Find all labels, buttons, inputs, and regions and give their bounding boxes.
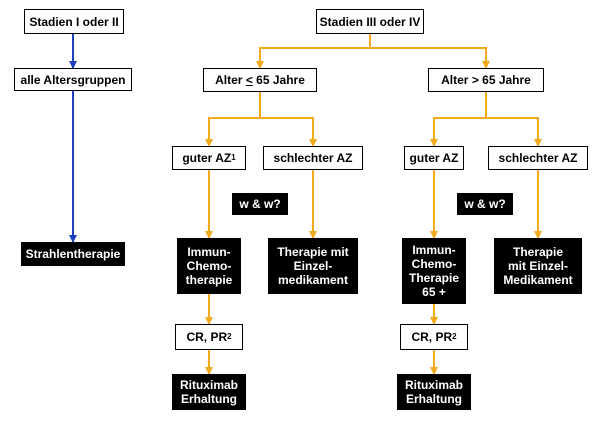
immunochemo-right-box: Immun- Chemo- Therapie 65 + (402, 238, 466, 304)
all-ages-box: alle Altersgruppen (14, 68, 132, 91)
poor-az-left-box: schlechter AZ (263, 146, 363, 170)
age-le65-box: Alter < 65 Jahre (203, 68, 317, 92)
stage-early-box: Stadien I oder II (24, 9, 124, 34)
age-le65-symbol: < (245, 73, 253, 87)
immunochemo-left-box: Immun- Chemo- therapie (177, 238, 241, 294)
maintenance-right-box: Rituximab Erhaltung (397, 374, 471, 410)
single-agent-right-box: Therapie mit Einzel- Medikament (494, 238, 582, 294)
arrow-age-gt65-to-poor-az (486, 117, 542, 147)
good-az-left-footnote: 1 (231, 153, 236, 162)
single-agent-left-box: Therapie mit Einzel- medikament (268, 238, 358, 294)
watch-wait-right-box: w & w? (457, 193, 513, 215)
arrow-age-gt65-to-good-az (430, 92, 487, 147)
maintenance-left-box: Rituximab Erhaltung (172, 374, 246, 410)
response-right-text: CR, PR (411, 330, 453, 344)
good-az-right-box: guter AZ (404, 146, 464, 170)
radiotherapy-box: Strahlentherapie (21, 242, 125, 266)
age-le65-suffix: 65 Jahre (252, 73, 305, 87)
watch-wait-left-box: w & w? (232, 193, 288, 215)
response-right-footnote: 2 (452, 332, 457, 341)
poor-az-right-box: schlechter AZ (488, 146, 588, 170)
response-left-text: CR, PR (186, 330, 228, 344)
stage-advanced-box: Stadien III oder IV (316, 9, 424, 34)
age-gt65-box: Alter > 65 Jahre (428, 68, 544, 92)
arrow-age-le65-to-poor-az (260, 117, 317, 147)
good-az-left-text: guter AZ (182, 151, 232, 165)
arrow-advanced-to-age-gt65 (370, 47, 490, 69)
arrow-age-le65-to-good-az (205, 92, 261, 147)
arrow-advanced-to-age-le65 (256, 34, 371, 69)
response-left-footnote: 2 (227, 332, 232, 341)
age-le65-prefix: Alter (215, 73, 246, 87)
